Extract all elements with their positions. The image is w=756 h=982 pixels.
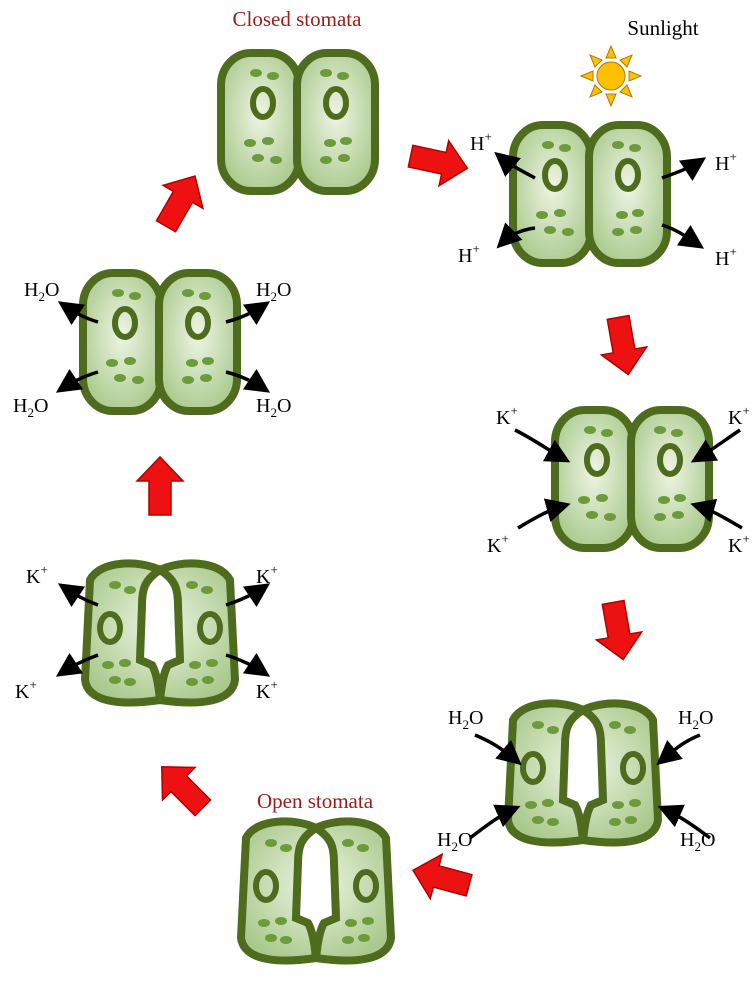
sun-icon: [581, 46, 641, 106]
water-label: H2O: [678, 707, 713, 732]
stage-closed-guard-cells: [221, 53, 375, 191]
water-label: H2O: [437, 829, 472, 854]
cycle-arrow-to-open: [407, 848, 475, 907]
h-ion-label: H+: [715, 244, 737, 270]
cycle-arrow-down-1: [595, 313, 650, 378]
water-label: H2O: [256, 395, 291, 420]
water-label: H2O: [13, 395, 48, 420]
k-ion-label: K+: [256, 562, 278, 588]
k-ion-label: K+: [496, 403, 518, 429]
stage-water-in-guard-cells: [508, 703, 658, 842]
stage-open-guard-cells: [241, 821, 391, 960]
k-ion-label: K+: [728, 531, 750, 557]
cycle-arrow-open-to-k-out: [146, 751, 220, 825]
water-label: H2O: [680, 829, 715, 854]
h-ion-label: H+: [715, 149, 737, 175]
cycle-arrow-closed-to-sunlight: [406, 134, 472, 191]
h-ion-label: H+: [470, 129, 492, 155]
h-ion-label: H+: [458, 241, 480, 267]
closed-stomata-title: Closed stomata: [233, 7, 363, 31]
k-ion-label: K+: [728, 403, 750, 429]
stage-k-out-guard-cells: [85, 563, 235, 702]
stage-k-in-guard-cells: [555, 410, 709, 548]
open-stomata-title: Open stomata: [257, 789, 374, 813]
k-ion-label: K+: [487, 531, 509, 557]
water-label: H2O: [24, 279, 59, 304]
k-ion-label: K+: [15, 677, 37, 703]
water-label: H2O: [448, 707, 483, 732]
water-label: H2O: [256, 279, 291, 304]
stage-water-out-guard-cells: [83, 273, 237, 411]
sunlight-label: Sunlight: [627, 16, 698, 40]
cycle-arrow-down-2: [590, 598, 645, 663]
cycle-arrow-up-1: [137, 457, 183, 515]
stage-h-out-guard-cells: [513, 125, 667, 263]
cycle-arrow-up-2: [146, 165, 215, 238]
k-ion-label: K+: [256, 677, 278, 703]
k-ion-label: K+: [26, 562, 48, 588]
